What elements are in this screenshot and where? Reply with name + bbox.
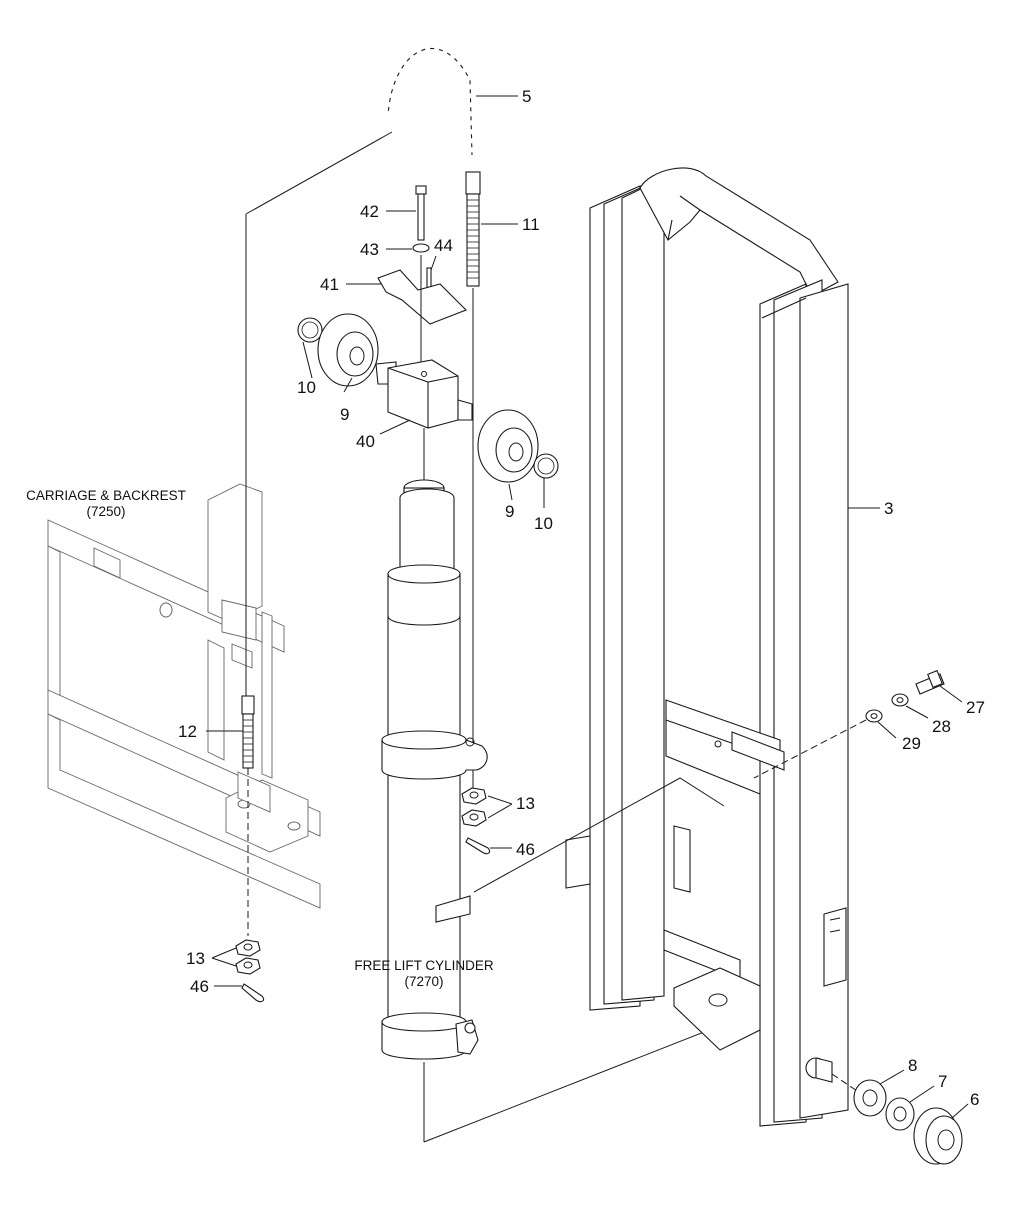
callout-3: 3 — [884, 499, 894, 518]
callout-9-lower: 9 — [505, 502, 515, 521]
callout-5: 5 — [522, 87, 532, 106]
carriage-backrest — [47, 131, 393, 909]
callout-46-cylinder: 46 — [516, 840, 535, 859]
lift-chain — [385, 46, 518, 156]
cylinder-chain-hardware — [461, 787, 513, 855]
carriage-backrest-caption: CARRIAGE & BACKREST (7250) — [10, 488, 202, 519]
cylinder-caption-line2: (7270) — [404, 973, 444, 989]
callout-10-lower: 10 — [534, 514, 553, 533]
sheave-assembly — [297, 255, 559, 508]
callout-43: 43 — [360, 240, 379, 259]
callout-8: 8 — [908, 1056, 918, 1075]
callout-13-carriage: 13 — [186, 949, 205, 968]
callout-13-cylinder: 13 — [516, 794, 535, 813]
callout-28: 28 — [932, 717, 951, 736]
carriage-caption-line2: (7250) — [86, 503, 126, 519]
callout-27: 27 — [966, 698, 985, 717]
callout-10-upper: 10 — [297, 378, 316, 397]
callout-46-carriage: 46 — [190, 977, 209, 996]
callout-11: 11 — [522, 215, 540, 234]
cylinder-caption-line1: FREE LIFT CYLINDER — [354, 958, 494, 973]
callout-40: 40 — [356, 432, 375, 451]
carriage-anchor-hardware — [206, 695, 265, 1003]
mast-bolt-and-washers — [753, 669, 963, 779]
outer-mast — [473, 167, 880, 1127]
callout-41: 41 — [320, 275, 339, 294]
free-lift-cylinder — [381, 428, 761, 1143]
callout-12: 12 — [178, 722, 197, 741]
callout-9-upper: 9 — [340, 405, 350, 424]
sheave-bracket-hardware — [346, 185, 467, 325]
chain-anchor-bolt — [465, 171, 518, 790]
callout-7: 7 — [938, 1072, 948, 1091]
callout-42: 42 — [360, 202, 379, 221]
carriage-caption-line1: CARRIAGE & BACKREST — [26, 488, 186, 503]
mast-roller-parts — [831, 1069, 969, 1165]
callout-44: 44 — [434, 236, 453, 255]
callout-6: 6 — [970, 1090, 980, 1109]
free-lift-cylinder-caption: FREE LIFT CYLINDER (7270) — [336, 958, 512, 989]
callout-29: 29 — [902, 734, 921, 753]
